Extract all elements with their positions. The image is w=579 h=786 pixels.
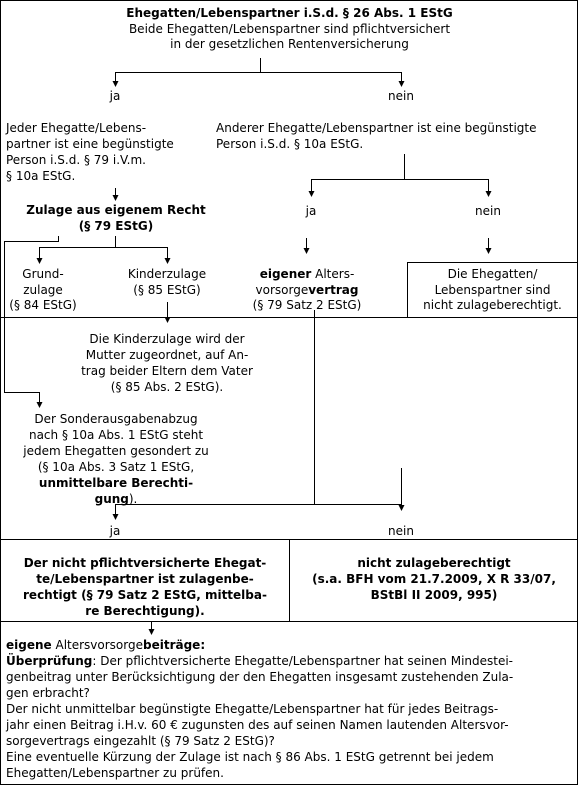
- header-line-3: in der gesetzlichen Rentenversicherung: [170, 37, 409, 51]
- branch2-ja: ja: [305, 204, 317, 218]
- header-line-2: Beide Ehegatten/Lebenspartner sind pflic…: [128, 22, 451, 36]
- branch2-nein: nein: [475, 204, 501, 218]
- branch1-nein: nein: [388, 89, 414, 103]
- branch3-ja: ja: [109, 524, 121, 538]
- branch1-ja: ja: [109, 89, 121, 103]
- branch3-nein: nein: [388, 524, 414, 538]
- header-title: Ehegatten/Lebenspartner i.S.d. § 26 Abs.…: [126, 6, 453, 20]
- not-eligible-box: Die Ehegatten/ Lebenspartner sind nicht …: [407, 262, 578, 318]
